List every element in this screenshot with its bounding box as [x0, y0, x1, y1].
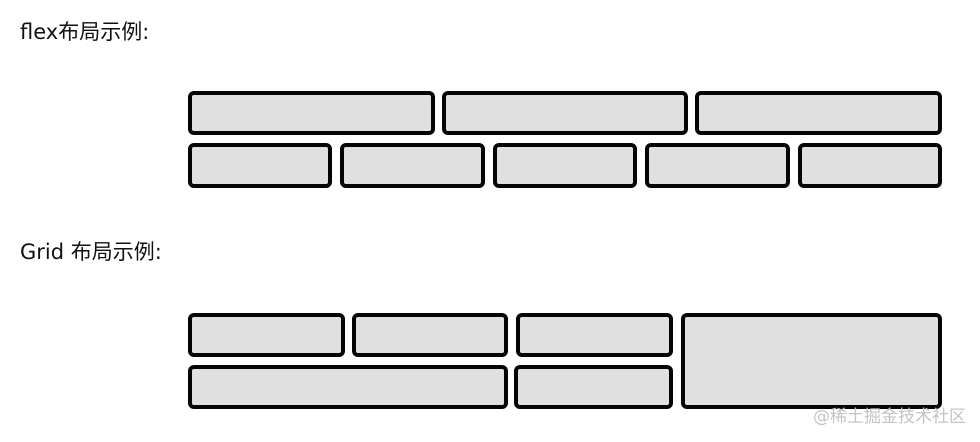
grid-heading: Grid 布局示例: [20, 240, 162, 264]
flex-item-box [188, 91, 435, 135]
flex-item-box [493, 143, 637, 188]
grid-item-box [681, 313, 942, 409]
flex-item-box [798, 143, 942, 188]
flex-item-box [695, 91, 942, 135]
grid-item-box [352, 313, 508, 357]
grid-item-box [516, 313, 673, 357]
grid-item-box [514, 365, 673, 409]
flex-item-box [340, 143, 485, 188]
watermark: @稀土掘金技术社区 [813, 407, 966, 427]
flex-item-box [645, 143, 790, 188]
grid-item-box [188, 365, 508, 409]
grid-item-box [188, 313, 345, 357]
flex-item-box [188, 143, 332, 188]
flex-item-box [442, 91, 688, 135]
flex-heading: flex布局示例: [20, 20, 150, 44]
